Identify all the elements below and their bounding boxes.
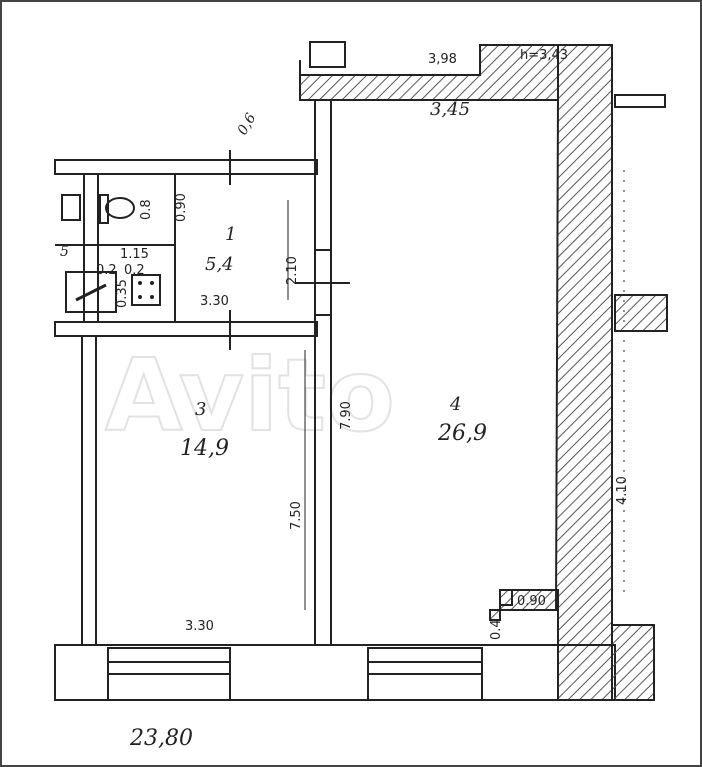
right-window-top (614, 94, 666, 108)
dim-3-30-mid: 3.30 (200, 294, 229, 309)
dim-2-10: 2.10 (285, 256, 300, 285)
room3-number: 3 (195, 399, 206, 420)
dim-7-90: 7.90 (339, 401, 354, 430)
dim-0-4: 0.4 (489, 619, 504, 640)
room1-area: 5,4 (205, 254, 234, 275)
left-wall (81, 335, 97, 646)
right-exterior-wall (489, 44, 613, 701)
top-window (309, 41, 346, 68)
dim-ceiling-height: h=3,43 (520, 48, 568, 63)
stove-icon (131, 274, 161, 306)
room3-area: 14,9 (180, 436, 229, 461)
dim-0-2-b: 0.2 (124, 263, 145, 278)
room4-area: 26,9 (437, 421, 487, 446)
right-balcony-pier (614, 294, 668, 332)
dim-top-width: 3,98 (428, 52, 457, 67)
room4-number: 4 (449, 394, 461, 415)
dim-1-15: 1.15 (120, 247, 149, 262)
bottom-wall (54, 644, 616, 701)
room1-number: 1 (225, 224, 236, 245)
dim-0-8: 0.8 (139, 199, 154, 220)
toilet-icon (105, 197, 135, 219)
dim-left-partial: 5 (60, 244, 69, 260)
dim-4-10: 4.10 (615, 476, 630, 505)
room2-label: 0,6 (235, 111, 260, 138)
dim-3-30-bottom: 3.30 (185, 619, 214, 634)
bathroom-bottom-wall (54, 321, 318, 337)
dim-0-90-right: 0.90 (517, 594, 546, 609)
bathroom-top-wall (54, 159, 318, 175)
watermark-text: Avito (105, 337, 395, 454)
dim-0-2-a: 0.2 (96, 263, 117, 278)
total-label: 23,80 (129, 726, 193, 751)
dim-0-90-left: 0.90 (174, 193, 189, 222)
bathroom-inner-wall (83, 173, 99, 323)
right-bottom-block (611, 624, 655, 701)
dim-0-35: 0.35 (115, 279, 130, 308)
dim-top-inner: 3,45 (430, 99, 470, 120)
dim-7-50: 7.50 (289, 501, 304, 530)
top-wall (299, 44, 559, 101)
shower-icon (61, 194, 81, 221)
bathtub-icon (65, 271, 117, 313)
